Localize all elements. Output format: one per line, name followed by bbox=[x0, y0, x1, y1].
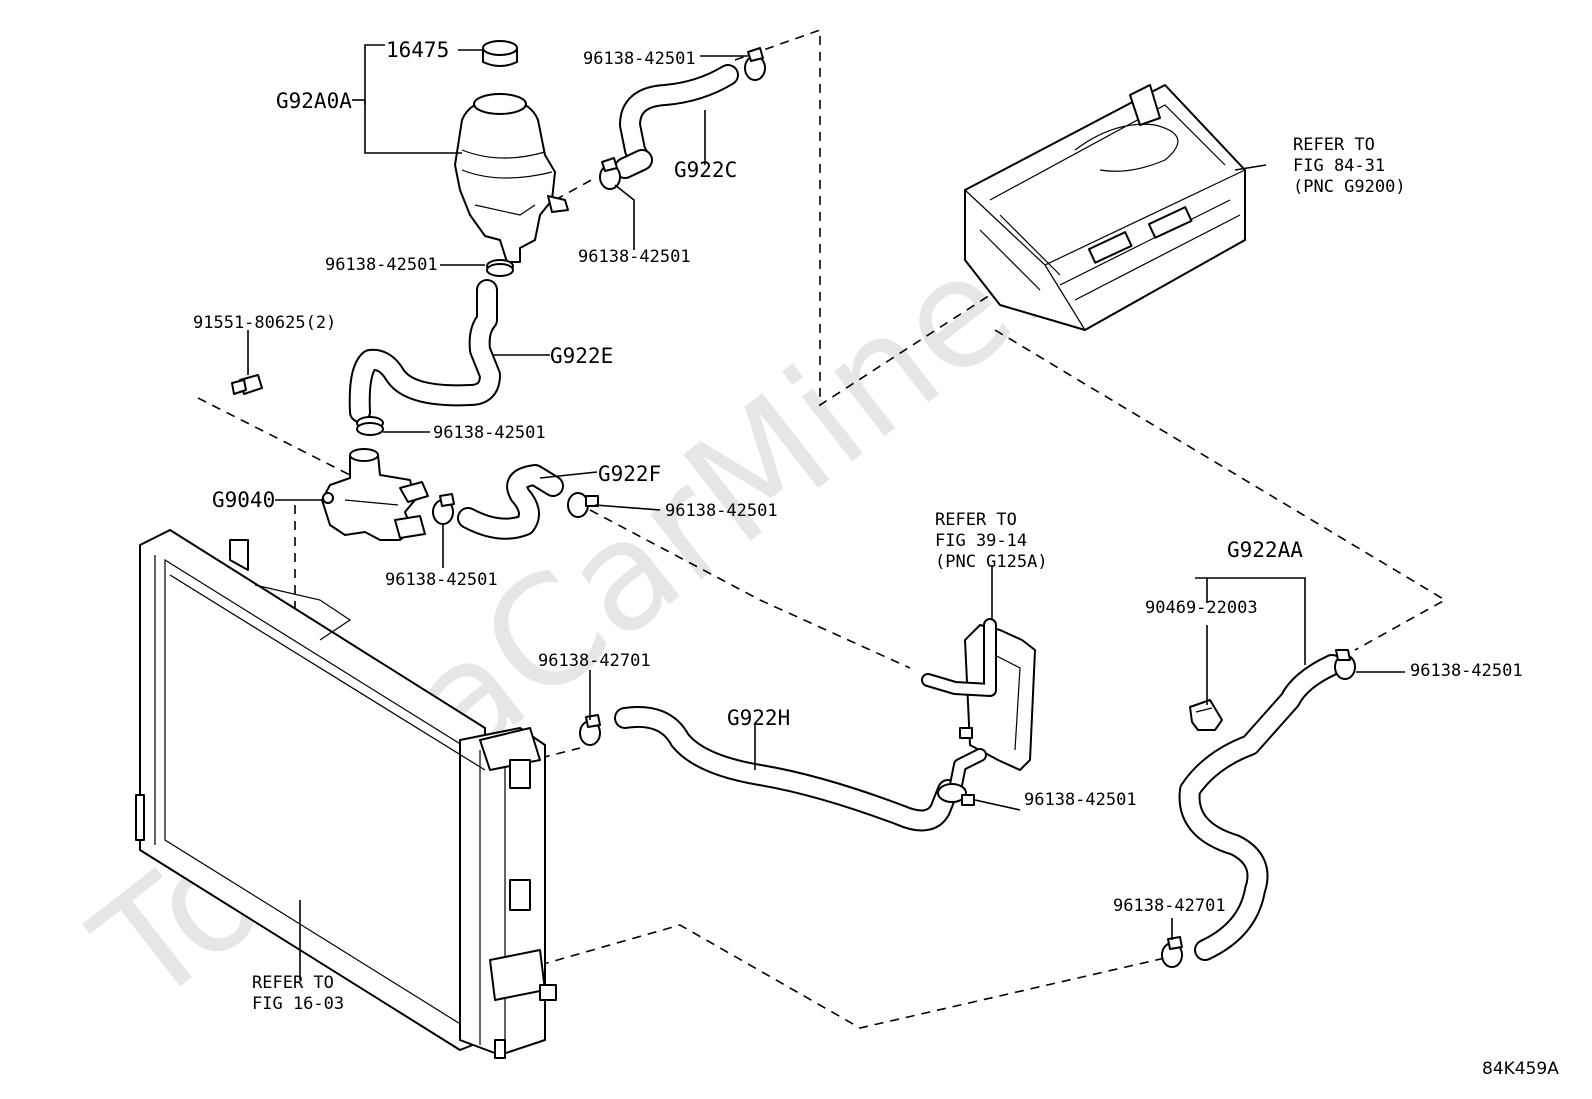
hose-g922c bbox=[614, 64, 739, 179]
ref-inverter-line2: FIG 84-31 bbox=[1293, 156, 1385, 176]
label-pump: G9040 bbox=[212, 488, 275, 512]
hose-clamps bbox=[356, 47, 1356, 968]
reservoir-tank bbox=[454, 93, 569, 263]
label-reservoir: G92A0A bbox=[276, 89, 352, 113]
label-hose-c: G922C bbox=[674, 158, 737, 182]
ref-inverter-line3: (PNC G9200) bbox=[1293, 177, 1406, 197]
reservoir-cap bbox=[482, 40, 518, 67]
part-labels: 16475 G92A0A 96138-42501 G922C 96138-425… bbox=[193, 38, 1523, 916]
leader-lines bbox=[247, 44, 1405, 980]
oil-cooler bbox=[921, 618, 1036, 797]
hose-g922h bbox=[614, 706, 959, 832]
label-clamp-top-right: 96138-42501 bbox=[583, 49, 696, 69]
label-hose-assy: G922AA bbox=[1227, 538, 1303, 562]
label-clip: 90469-22003 bbox=[1145, 598, 1258, 618]
ref-inverter-line1: REFER TO bbox=[1293, 135, 1375, 155]
label-clamp-pump-outlet: 96138-42501 bbox=[385, 570, 498, 590]
label-clamp-aa-bottom: 96138-42701 bbox=[1113, 896, 1226, 916]
inverter-assembly bbox=[964, 84, 1246, 331]
hose-g922f bbox=[457, 464, 564, 540]
hose-g922e bbox=[348, 279, 501, 423]
ref-radiator-line1: REFER TO bbox=[252, 973, 334, 993]
label-hose-f: G922F bbox=[598, 462, 661, 486]
reference-labels: REFER TO FIG 84-31 (PNC G9200) REFER TO … bbox=[252, 135, 1406, 1014]
label-clamp-radiator-upper: 96138-42701 bbox=[538, 651, 651, 671]
label-clamp-mid: 96138-42501 bbox=[578, 247, 691, 267]
hose-clip bbox=[1189, 699, 1223, 731]
radiator bbox=[135, 529, 557, 1059]
ref-oil-cooler-line2: FIG 39-14 bbox=[935, 531, 1027, 551]
label-clamp-h-right: 96138-42501 bbox=[1024, 790, 1137, 810]
ref-oil-cooler-line1: REFER TO bbox=[935, 510, 1017, 530]
label-clamp-f-right: 96138-42501 bbox=[665, 501, 778, 521]
label-cap: 16475 bbox=[386, 38, 449, 62]
label-clamp-aa-top: 96138-42501 bbox=[1410, 661, 1523, 681]
ref-radiator-line2: FIG 16-03 bbox=[252, 994, 344, 1014]
diagram-code: 84K459A bbox=[1482, 1059, 1559, 1079]
clamp-h-right-icon bbox=[937, 783, 967, 803]
water-pump bbox=[321, 448, 429, 541]
label-clamp-reservoir-bottom: 96138-42501 bbox=[325, 255, 438, 275]
hose-g922aa bbox=[1178, 654, 1343, 961]
label-hose-e: G922E bbox=[550, 344, 613, 368]
label-hose-h: G922H bbox=[727, 706, 790, 730]
label-clamp-pump-top: 96138-42501 bbox=[433, 423, 546, 443]
label-bolt: 91551-80625(2) bbox=[193, 313, 336, 333]
ref-oil-cooler-line3: (PNC G125A) bbox=[935, 552, 1048, 572]
bolt bbox=[231, 374, 263, 395]
